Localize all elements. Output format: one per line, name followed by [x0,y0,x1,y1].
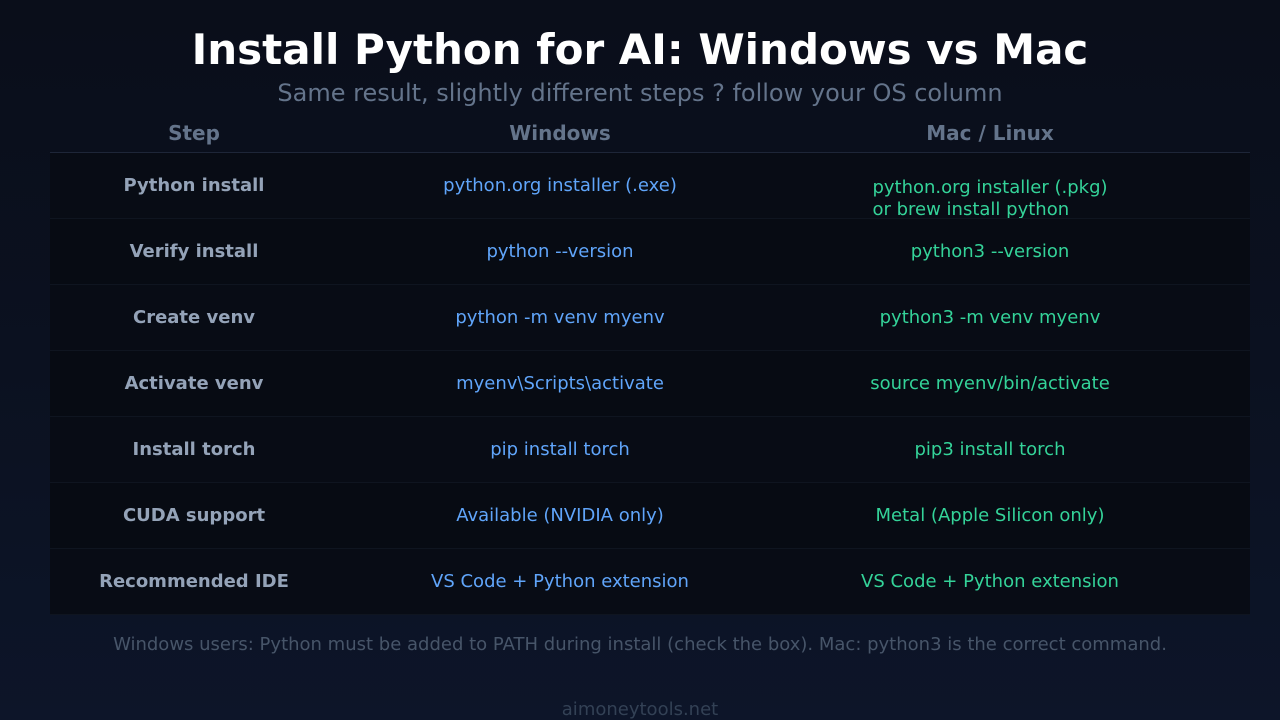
mac-cell: pip3 install torch [782,417,1198,482]
header-mac: Mac / Linux [926,121,1054,145]
mac-cell: VS Code + Python extension [782,549,1198,614]
mac-command: VS Code + Python extension [861,571,1119,592]
mac-command: pip3 install torch [914,439,1066,460]
mac-command: Metal (Apple Silicon only) [875,505,1105,526]
windows-cell: python -m venv myenv [338,285,782,350]
step-cell: Install torch [50,417,338,482]
windows-command: python.org installer (.exe) [443,175,677,196]
windows-cell: Available (NVIDIA only) [338,483,782,548]
mac-command: python3 -m venv myenv [879,307,1101,328]
table-row: Recommended IDE VS Code + Python extensi… [50,549,1250,615]
header-step: Step [168,121,220,145]
mac-cell: source myenv/bin/activate [782,351,1198,416]
step-label: Verify install [129,241,259,262]
windows-command: python --version [486,241,634,262]
mac-command: source myenv/bin/activate [870,373,1110,394]
table-row: Activate venv myenv\Scripts\activate sou… [50,351,1250,417]
table-header: Step Windows Mac / Linux [50,114,1250,153]
table-row: CUDA support Available (NVIDIA only) Met… [50,483,1250,549]
windows-cell: myenv\Scripts\activate [338,351,782,416]
footer-note: Windows users: Python must be added to P… [113,634,1167,655]
mac-cell: Metal (Apple Silicon only) [782,483,1198,548]
windows-command: VS Code + Python extension [431,571,689,592]
windows-command: python -m venv myenv [455,307,665,328]
header-windows: Windows [509,121,611,145]
step-cell: Python install [50,153,338,218]
windows-command: pip install torch [490,439,630,460]
step-cell: Verify install [50,219,338,284]
table-row: Verify install python --version python3 … [50,219,1250,285]
step-cell: Activate venv [50,351,338,416]
table-row: Install torch pip install torch pip3 ins… [50,417,1250,483]
step-label: Recommended IDE [99,571,289,592]
step-label: Activate venv [124,373,264,394]
table-row: Create venv python -m venv myenv python3… [50,285,1250,351]
step-cell: Recommended IDE [50,549,338,614]
brand-watermark: aimoneytools.net [561,699,719,720]
table-row: Python install python.org installer (.ex… [50,153,1250,219]
mac-cell: python.org installer (.pkg) or brew inst… [782,153,1198,218]
step-label: Create venv [132,307,255,328]
windows-cell: pip install torch [338,417,782,482]
step-label: Install torch [132,439,256,460]
windows-command: myenv\Scripts\activate [456,373,664,394]
windows-cell: python.org installer (.exe) [338,153,782,218]
windows-cell: python --version [338,219,782,284]
step-cell: Create venv [50,285,338,350]
page-subtitle: Same result, slightly different steps ? … [277,79,1003,107]
windows-cell: VS Code + Python extension [338,549,782,614]
page-title: Install Python for AI: Windows vs Mac [191,25,1089,74]
step-label: Python install [123,175,265,196]
mac-command: python.org installer (.pkg) or brew inst… [872,177,1108,218]
windows-command: Available (NVIDIA only) [456,505,664,526]
step-cell: CUDA support [50,483,338,548]
mac-cell: python3 -m venv myenv [782,285,1198,350]
mac-cell: python3 --version [782,219,1198,284]
step-label: CUDA support [122,505,266,526]
mac-command: python3 --version [910,241,1070,262]
comparison-table: Step Windows Mac / Linux Python install … [50,114,1250,615]
